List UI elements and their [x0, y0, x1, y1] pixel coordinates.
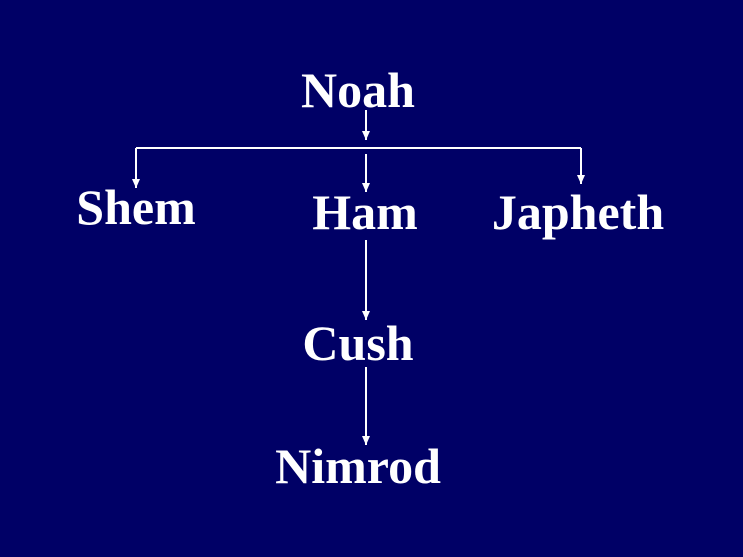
node-noah: Noah	[301, 62, 415, 118]
node-shem: Shem	[76, 179, 196, 235]
node-cush: Cush	[302, 315, 414, 371]
node-ham: Ham	[312, 184, 418, 240]
node-nimrod: Nimrod	[275, 438, 441, 494]
node-japheth: Japheth	[491, 184, 665, 240]
